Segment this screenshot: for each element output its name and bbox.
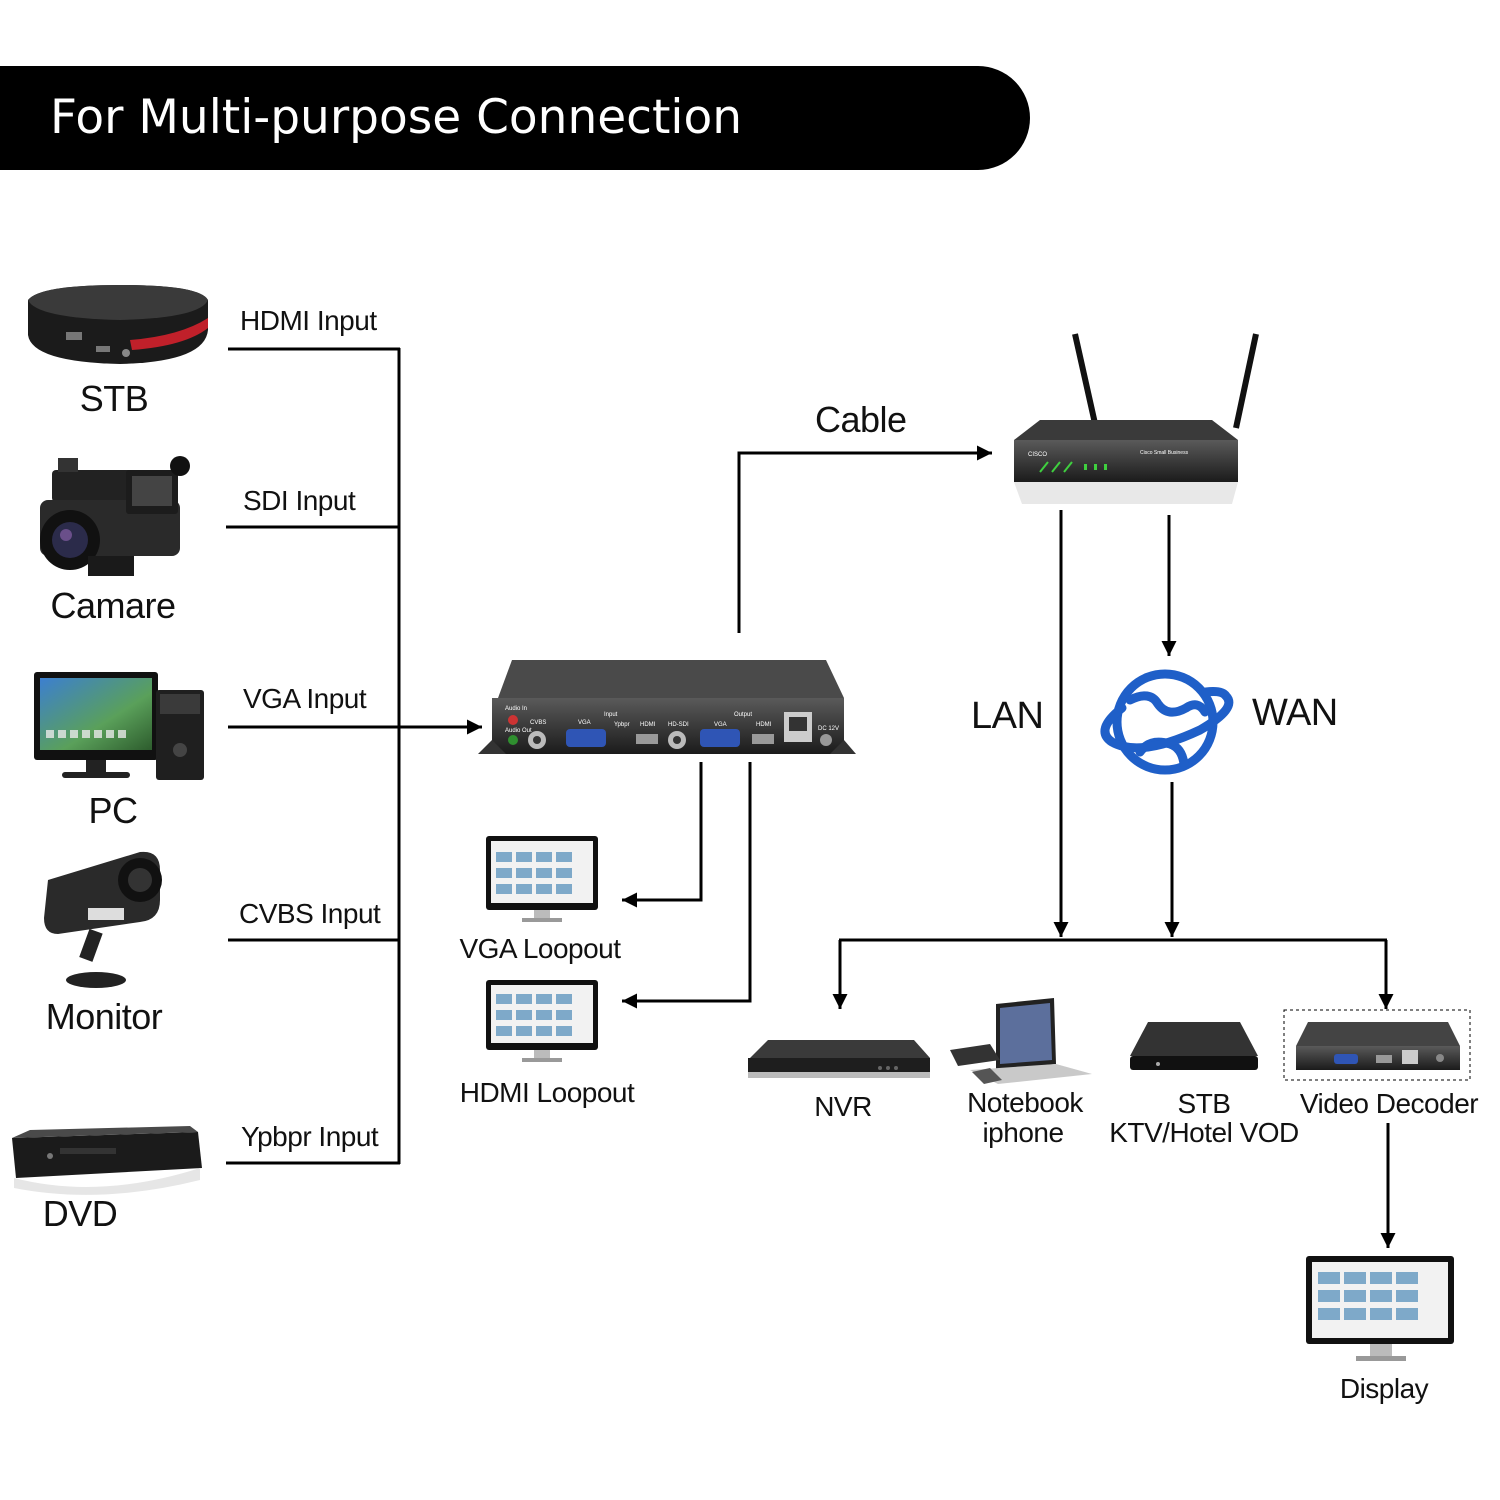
encoder-label: Audio In [505, 706, 527, 712]
video-decoder-label: Video Decoder [1299, 1088, 1479, 1119]
wan-label: WAN [1252, 692, 1338, 734]
encoder-label: VGA [714, 722, 727, 728]
encoder-label: Output [734, 712, 752, 718]
encoder-label: VGA [578, 720, 591, 726]
encoder-label: Audio Out [505, 728, 532, 734]
monitor-icon [1306, 1256, 1454, 1361]
network-lines [622, 445, 1396, 1248]
stb-box-icon [1130, 1022, 1258, 1070]
hdmi-loopout-label: HDMI Loopout [459, 1077, 635, 1108]
vga-loopout-arrow [622, 762, 703, 908]
port-label-ypbpr-input: Ypbpr Input [241, 1121, 379, 1152]
monitor-icon [486, 836, 598, 922]
device-label-dvd: DVD [42, 1193, 118, 1234]
encoder-label: DC 12V [818, 726, 839, 732]
encoder-label: Input [604, 712, 618, 718]
vga-loopout-label: VGA Loopout [459, 933, 621, 964]
port-label-cvbs-input: CVBS Input [239, 898, 381, 929]
encoder-label: Ypbpr [614, 722, 630, 728]
lan-label: LAN [971, 695, 1044, 737]
router-icon: CISCO Cisco Small Business [1014, 333, 1259, 504]
stb-icon [28, 285, 208, 364]
encoder-label: HDMI [640, 722, 656, 728]
ktv-hotel-vod-label: KTV/Hotel VOD [1109, 1117, 1299, 1148]
router-model: Cisco Small Business [1140, 450, 1189, 456]
pc-icon [34, 672, 204, 780]
stb-label: STB [1177, 1088, 1231, 1119]
camcorder-icon [40, 456, 190, 576]
encoder-icon: Audio In Audio Out CVBS VGA Input Ypbpr … [478, 660, 856, 754]
iphone-label: iphone [982, 1117, 1064, 1148]
globe-icon [1100, 669, 1234, 775]
hdmi-loopout-arrow [622, 762, 752, 1009]
title-banner: For Multi-purpose Connection [0, 66, 1030, 170]
encoder-label: HD-SDI [668, 722, 689, 728]
nvr-icon [748, 1040, 930, 1078]
cable-label: Cable [815, 399, 907, 440]
page-title: For Multi-purpose Connection [50, 90, 743, 145]
monitor-icon [486, 980, 598, 1062]
cctv-camera-icon [44, 851, 162, 988]
router-brand: CISCO [1028, 452, 1047, 458]
port-label-vga-input: VGA Input [243, 683, 367, 714]
display-label: Display [1339, 1373, 1429, 1404]
nvr-label: NVR [814, 1091, 872, 1122]
port-label-sdi-input: SDI Input [243, 485, 356, 516]
notebook-label: Notebook [967, 1087, 1083, 1118]
laptop-icon [950, 998, 1092, 1084]
device-label-camare: Camare [50, 585, 176, 626]
source-bus [226, 347, 482, 1165]
device-label-pc: PC [88, 790, 138, 831]
encoder-label: HDMI [756, 722, 772, 728]
cable-arrow [737, 445, 992, 633]
decoder-icon [1283, 1009, 1471, 1081]
device-label-stb: STB [79, 378, 149, 419]
port-label-hdmi-input: HDMI Input [240, 305, 377, 336]
dvd-player-icon [12, 1126, 202, 1195]
device-label-monitor: Monitor [45, 996, 163, 1037]
encoder-label: CVBS [530, 720, 546, 726]
